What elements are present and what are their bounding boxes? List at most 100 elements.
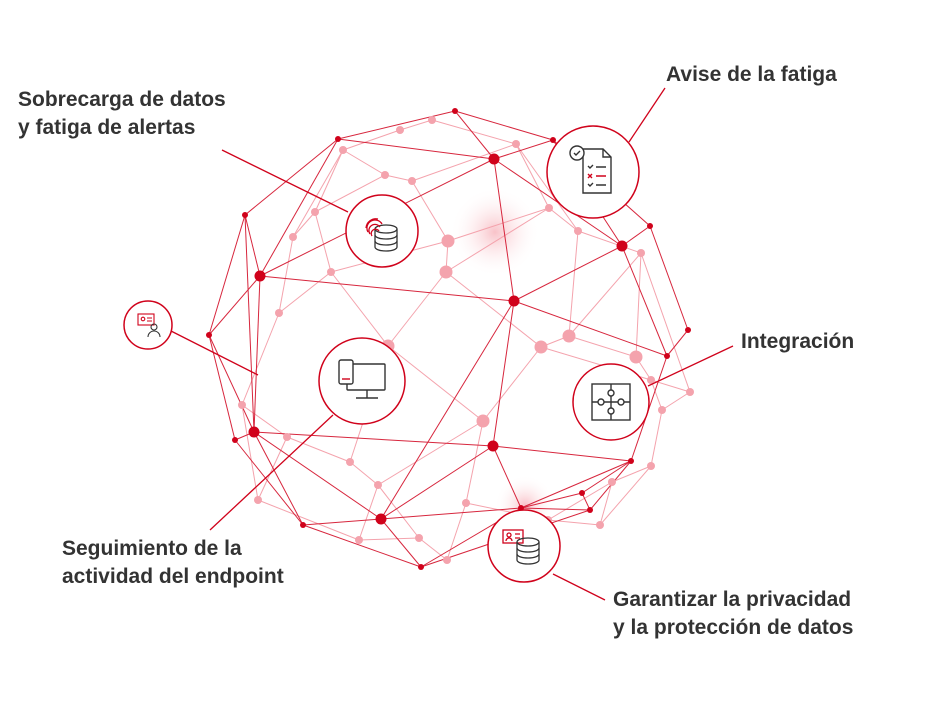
network-line <box>635 252 642 358</box>
network-node <box>488 153 500 165</box>
endpoint-icon-circle <box>318 337 406 425</box>
network-line <box>431 119 517 145</box>
network-line <box>568 335 637 358</box>
network-node <box>579 490 585 496</box>
network-node <box>335 136 341 142</box>
network-node <box>311 208 319 216</box>
small-icon-circle <box>123 300 173 350</box>
network-node <box>355 536 363 544</box>
network-node <box>375 513 387 525</box>
network-line <box>492 445 632 462</box>
network-node <box>439 265 453 279</box>
network-node <box>616 240 628 252</box>
label-fatigue-line1: Avise de la fatiga <box>666 63 837 86</box>
network-line <box>302 524 422 568</box>
label-overload-line1: Sobrecarga de datos <box>18 88 226 111</box>
network-line <box>599 481 613 526</box>
label-privacy-line2: y la protección de datos <box>613 616 854 639</box>
network-node <box>487 440 499 452</box>
network-line <box>208 334 255 433</box>
network-line <box>568 252 642 337</box>
network-line <box>253 431 494 447</box>
network-node <box>300 522 306 528</box>
network-node <box>550 137 556 143</box>
network-line <box>482 346 542 422</box>
network-node <box>508 295 520 307</box>
fatigue-icon-circle <box>546 125 640 219</box>
puzzle-icon <box>591 383 631 421</box>
network-line <box>515 143 550 209</box>
label-privacy-line1: Garantizar la privacidad <box>613 588 852 611</box>
leader-line <box>221 149 349 213</box>
network-node <box>596 521 604 529</box>
network-node <box>346 458 354 466</box>
network-line <box>568 230 579 337</box>
privacy-icon-circle <box>487 509 561 583</box>
network-line <box>342 149 386 176</box>
network-line <box>314 174 386 213</box>
network-line <box>454 110 495 160</box>
network-node <box>562 329 576 343</box>
network-node <box>254 270 266 282</box>
network-node <box>283 433 291 441</box>
network-line <box>445 271 542 348</box>
network-line <box>666 329 689 357</box>
network-line <box>454 110 554 141</box>
network-line <box>650 379 663 411</box>
network-line <box>377 420 484 486</box>
network-line <box>547 519 601 526</box>
network-node <box>415 534 423 542</box>
network-line <box>337 110 456 140</box>
network-node <box>408 177 416 185</box>
network-line <box>513 300 668 357</box>
network-line <box>411 180 449 242</box>
network-line <box>650 409 663 467</box>
network-line <box>640 252 691 393</box>
network-node <box>462 499 470 507</box>
network-line <box>387 345 484 422</box>
network-line <box>492 445 522 509</box>
network-line <box>649 225 689 331</box>
network-node <box>374 481 382 489</box>
network-node <box>339 146 347 154</box>
network-line <box>292 211 316 238</box>
network-line <box>358 537 420 541</box>
network-node <box>242 212 248 218</box>
network-line <box>581 492 591 511</box>
network-line <box>208 334 236 441</box>
network-node <box>232 437 238 443</box>
leader-line <box>170 330 259 376</box>
network-line <box>286 436 351 463</box>
network-line <box>234 439 304 526</box>
network-node <box>647 376 655 384</box>
label-endpoint-line1: Seguimiento de la <box>62 537 242 560</box>
network-node <box>629 350 643 364</box>
network-line <box>292 149 344 238</box>
label-overload-line2: y fatiga de alertas <box>18 116 196 139</box>
network-line <box>380 445 494 520</box>
network-node <box>658 406 666 414</box>
network-node <box>574 227 582 235</box>
network-line <box>599 465 652 526</box>
label-overload: Sobrecarga de datos y fatiga de alertas <box>18 86 226 142</box>
network-line <box>513 245 623 302</box>
network-line <box>520 492 583 509</box>
network-line <box>314 149 344 213</box>
network-node <box>534 340 548 354</box>
fingerprint-database-icon <box>365 218 398 252</box>
network-line <box>493 158 515 302</box>
network-line <box>387 271 447 347</box>
network-node <box>248 426 260 438</box>
network-line <box>278 271 332 314</box>
network-node <box>608 478 616 486</box>
devices-icon <box>338 359 386 399</box>
label-integration: Integración <box>741 328 854 356</box>
network-node <box>686 388 694 396</box>
network-line <box>520 507 591 511</box>
network-line <box>520 460 632 509</box>
network-line <box>257 499 360 541</box>
network-node <box>238 401 246 409</box>
network-line <box>259 138 339 277</box>
network-line <box>380 518 422 568</box>
leader-line <box>552 573 606 601</box>
